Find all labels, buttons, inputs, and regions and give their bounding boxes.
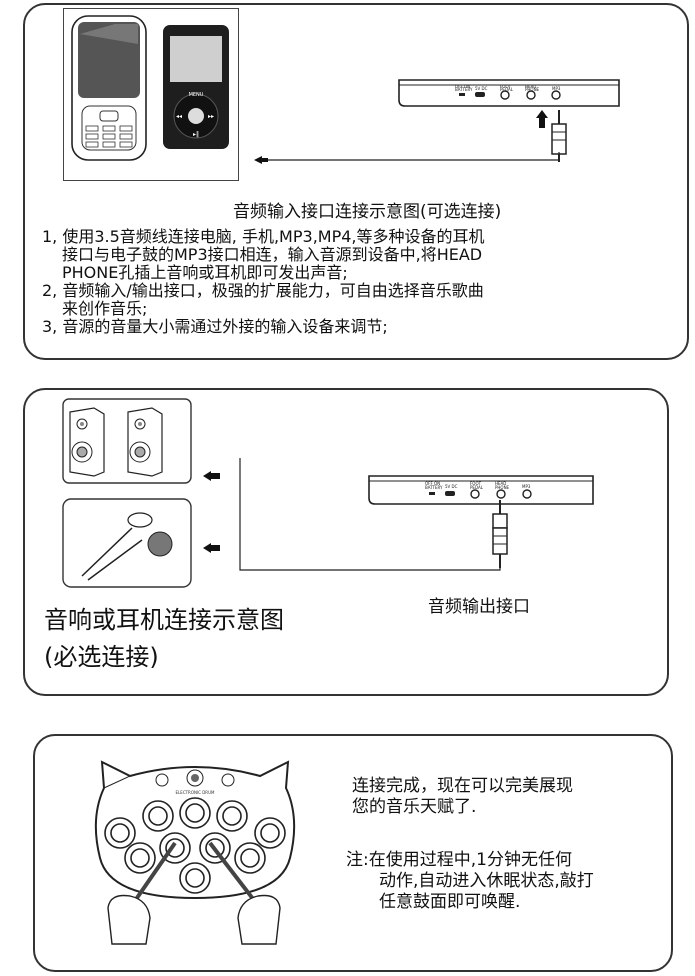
svg-text:PHONE: PHONE [495,485,510,490]
speakers-illustration [62,398,192,484]
sleep-note-line-3: 任意鼓面即可唤醒. [379,892,521,912]
svg-text:5V DC: 5V DC [445,484,458,489]
completion-message: 连接完成，现在可以完美展现 您的音乐天赋了. [352,776,573,818]
sleep-note-line-2: 动作,自动进入休眠状态,敲打 [379,871,594,891]
drum-side-view-output: OFF ON BATTERY 5V DC FOOT PEDAL HEAD PHO… [368,475,594,505]
svg-text:PEDAL: PEDAL [500,87,514,92]
output-jack-plug [492,500,508,568]
svg-text:HEAD: HEAD [495,481,506,486]
note-item-2-line-2: 来创作音乐; [62,299,148,318]
svg-text:HEAD: HEAD [525,84,536,89]
svg-text:FOOT: FOOT [500,84,512,89]
svg-text:OFF ON: OFF ON [425,481,440,486]
sleep-note-line-1: 注:在使用过程中,1分钟无任何 [346,850,572,870]
drum-brand-label: ELECTRONIC DRUM [176,790,215,795]
svg-text:MP3: MP3 [552,86,561,91]
output-diagram-caption: 音频输出接口 [428,597,530,617]
svg-text:BATTERY: BATTERY [455,87,473,92]
svg-text:▸‖: ▸‖ [193,131,199,138]
drum-side-view-input: OFF ON BATTERY 5V DC FOOT PEDAL HEAD PHO… [398,79,620,107]
mobile-phone-illustration [71,15,147,161]
note-item-3-line-1: 3, 音源的音量大小需通过外接的输入设备来调节; [42,317,388,336]
completion-line-2: 您的音乐天赋了. [352,797,477,817]
output-arrows [203,471,220,553]
svg-text:FOOT: FOOT [470,481,482,486]
devices-frame [63,8,239,181]
svg-text:BATTERY: BATTERY [425,485,443,490]
svg-text:PEDAL: PEDAL [470,485,484,490]
svg-text:MP3: MP3 [522,484,531,489]
svg-text:◂◂: ◂◂ [176,113,182,120]
sleep-note: 注:在使用过程中,1分钟无任何 动作,自动进入休眠状态,敲打 任意鼓面即可唤醒. [346,850,594,913]
mp3-player-illustration: MENU ◂◂ ▸▸ ▸‖ [163,25,229,149]
input-cable-line [254,152,560,164]
input-notes: 1, 使用3.5音频线连接电脑, 手机,MP3,MP4,等多种设备的耳机 接口与… [42,228,642,336]
electronic-drum-illustration: ELECTRONIC DRUM [94,760,296,945]
note-item-1-line-1: 1, 使用3.5音频线连接电脑, 手机,MP3,MP4,等多种设备的耳机 [42,227,485,246]
input-diagram-caption: 音频输入接口连接示意图(可选连接) [233,202,502,222]
input-jack-plug [536,110,567,162]
svg-text:▸▸: ▸▸ [208,113,214,120]
svg-text:5V DC: 5V DC [475,86,488,91]
output-title: 音响或耳机连接示意图 [44,606,284,634]
output-subtitle: (必选连接) [44,643,159,671]
svg-text:OFF ON: OFF ON [455,84,470,89]
earphones-illustration [62,498,192,588]
note-item-2-line-1: 2, 音频输入/输出接口，极强的扩展能力，可自由选择音乐歌曲 [42,281,484,300]
completion-line-1: 连接完成，现在可以完美展现 [352,776,573,796]
note-item-1-line-2: 接口与电子鼓的MP3接口相连，输入音源到设备中,将HEAD [62,245,483,264]
menu-label: MENU [189,92,204,98]
svg-text:PHONE: PHONE [525,87,540,92]
note-item-1-line-3: PHONE孔插上音响或耳机即可发出声音; [62,263,348,282]
